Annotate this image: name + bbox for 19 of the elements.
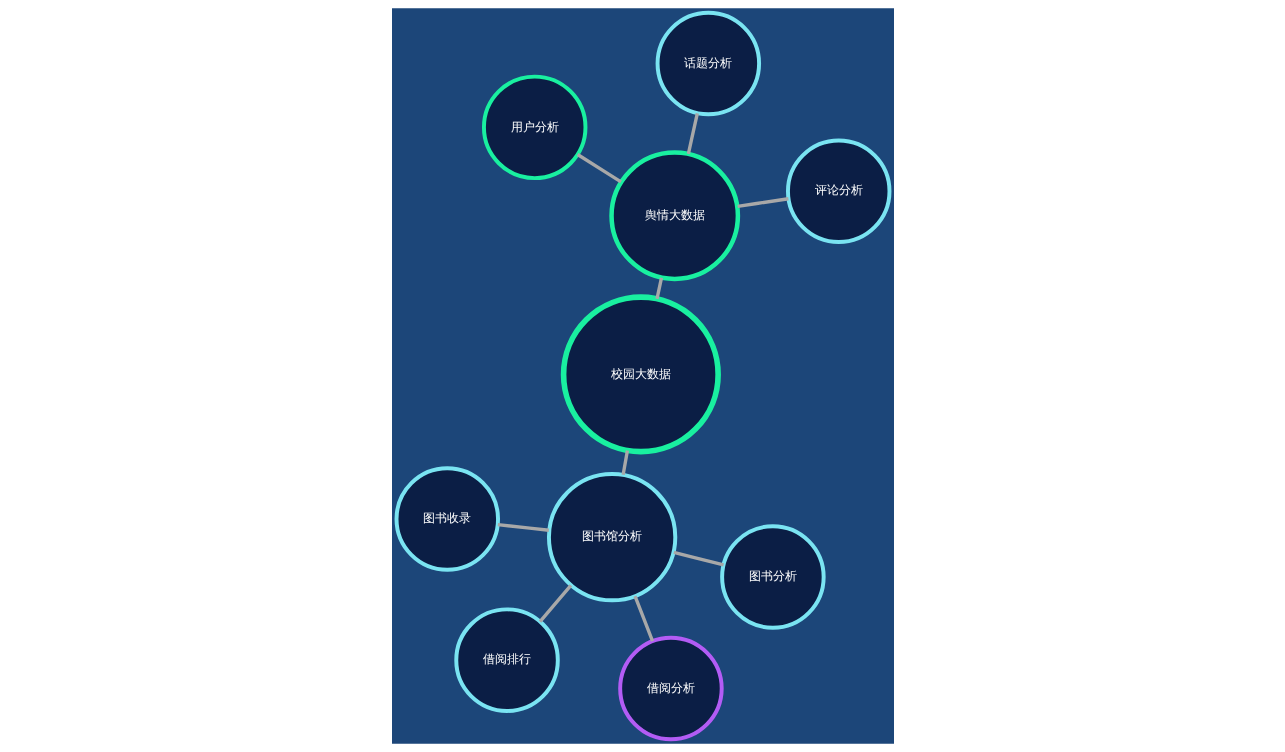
node-circle: 话题分析: [655, 10, 761, 117]
node-circle: 借阅排行: [453, 607, 560, 713]
connector: [576, 153, 622, 184]
connector: [497, 522, 549, 532]
node-circle: 图书馆分析: [546, 472, 677, 603]
connector: [736, 197, 789, 208]
connector: [686, 112, 699, 155]
node-circle: 用户分析: [481, 74, 587, 181]
node-circle: 借阅分析: [617, 635, 724, 742]
connector: [632, 595, 654, 642]
connector: [538, 584, 572, 623]
node-circle: 图书收录: [394, 466, 500, 572]
connector: [672, 550, 724, 567]
node-circle: 图书分析: [719, 524, 826, 630]
connector: [621, 450, 629, 476]
node-circle: 校园大数据: [560, 294, 721, 455]
node-circle: 评论分析: [785, 138, 891, 244]
node-circle: 舆情大数据: [608, 150, 740, 282]
connector: [654, 277, 663, 300]
